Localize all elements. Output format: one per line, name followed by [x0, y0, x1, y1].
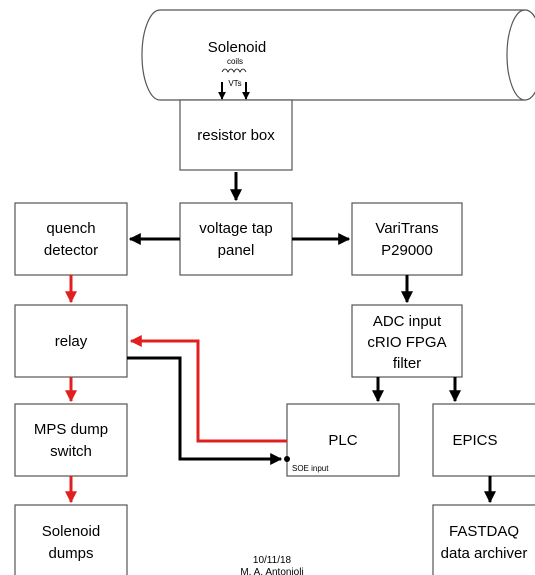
- varitrans-node: [351, 202, 463, 276]
- solenoid-cylinder: Solenoid coils VTs: [141, 9, 535, 101]
- mps-dump-switch-label-1: MPS dump: [34, 421, 108, 438]
- arrow-plc-to-relay: [129, 335, 287, 443]
- voltage-tap-panel-label-1: voltage tap: [199, 220, 272, 237]
- voltage-tap-panel-label-2: panel: [218, 242, 255, 259]
- fastdaq-label-1: FASTDAQ: [449, 523, 519, 540]
- fastdaq-node: [432, 504, 535, 575]
- arrow-relay-to-plc-soe: [127, 356, 283, 465]
- footer-date: 10/11/18: [253, 555, 292, 566]
- solenoid-dumps-label-2: dumps: [48, 545, 93, 562]
- footer-author: M. A. Antonioli: [240, 567, 303, 575]
- coil-symbol: [221, 68, 247, 73]
- voltage-tap-panel-node: [179, 202, 293, 276]
- relay-label: relay: [55, 333, 88, 350]
- solenoid-dumps-label-1: Solenoid: [42, 523, 100, 540]
- resistor-box-node: [179, 99, 293, 171]
- quench-detector-label-1: quench: [46, 220, 95, 237]
- mps-dump-switch-label-2: switch: [50, 443, 92, 460]
- plc-label: PLC: [328, 432, 357, 449]
- mps-dump-switch-node: [14, 403, 128, 477]
- soe-input-label: SOE input: [292, 464, 329, 473]
- plc-node: [286, 403, 400, 477]
- adc-label-3: filter: [393, 355, 421, 372]
- varitrans-label-1: VariTrans: [375, 220, 438, 237]
- coils-label: coils: [227, 57, 243, 66]
- adc-node: [351, 304, 463, 378]
- resistor-box-label: resistor box: [197, 127, 275, 144]
- quench-detector-node: [14, 202, 128, 276]
- adc-label-2: cRIO FPGA: [367, 334, 446, 351]
- epics-node: [432, 403, 535, 477]
- solenoid-dumps-node: [14, 504, 128, 575]
- vts-label: VTs: [228, 79, 241, 88]
- fastdaq-label-2: data archiver: [441, 545, 528, 562]
- adc-label-1: ADC input: [373, 313, 442, 330]
- solenoid-label: Solenoid: [208, 39, 266, 56]
- varitrans-label-2: P29000: [381, 242, 433, 259]
- quench-detector-label-2: detector: [44, 242, 98, 259]
- epics-label: EPICS: [452, 432, 497, 449]
- soe-input-dot: [284, 456, 290, 462]
- relay-node: [14, 304, 128, 378]
